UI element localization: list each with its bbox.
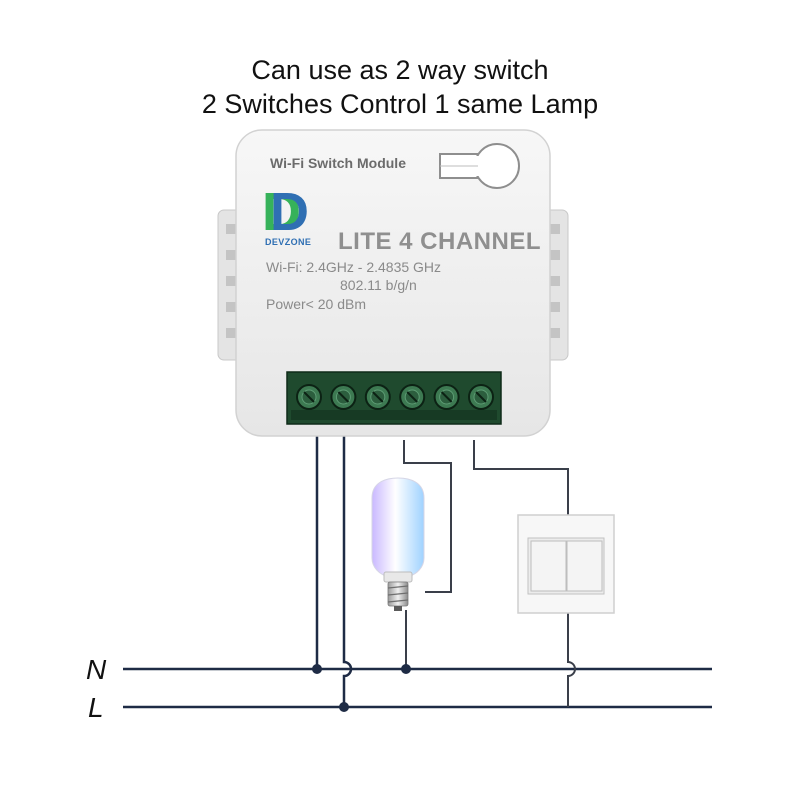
terminal-block-base (291, 410, 497, 420)
neutral-label: N (86, 654, 107, 685)
wire-terminal-2-live (342, 430, 353, 707)
reset-button-icon (439, 143, 520, 189)
module-title: Wi-Fi Switch Module (270, 155, 406, 171)
terminal-screw-slot (337, 391, 350, 403)
switch-rocker-left (530, 540, 567, 592)
terminal-screw-slot (475, 391, 487, 403)
switch-rocker-right (566, 540, 603, 592)
brand-logo: D D DEVZONE (262, 182, 311, 247)
spec-wifi: Wi-Fi: 2.4GHz - 2.4835 GHz (266, 259, 441, 275)
logo-letter-shadow: D (262, 182, 301, 242)
junction-dot (312, 664, 322, 674)
module-body (235, 129, 551, 437)
heading-line-2: 2 Switches Control 1 same Lamp (202, 89, 598, 119)
terminal-screw-slot (372, 391, 384, 403)
wifi-switch-module: Wi-Fi Switch Module D D DEVZONE LITE 4 C… (217, 129, 569, 437)
terminal-screw-slot (406, 391, 418, 403)
junction-dot (401, 664, 411, 674)
terminal-screw-slot (303, 391, 315, 403)
wire-terminal-6-switch (473, 440, 569, 520)
live-label: L (88, 692, 104, 723)
spec-power: Power< 20 dBm (266, 296, 366, 312)
heading-line-1: Can use as 2 way switch (251, 55, 548, 85)
wire-terminal-4-lamp (403, 440, 452, 593)
wire-switch-live (567, 612, 576, 707)
terminal-screw-slot (440, 391, 453, 403)
spec-standard: 802.11 b/g/n (340, 277, 417, 293)
terminal-screws (296, 384, 494, 410)
model-name: LITE 4 CHANNEL (338, 228, 541, 255)
wires (123, 430, 712, 712)
double-wall-switch-icon (517, 514, 615, 614)
brand-name: DEVZONE (265, 237, 311, 247)
led-bulb-icon (371, 477, 425, 611)
logo-letter: D (270, 182, 309, 242)
junction-dot (339, 702, 349, 712)
